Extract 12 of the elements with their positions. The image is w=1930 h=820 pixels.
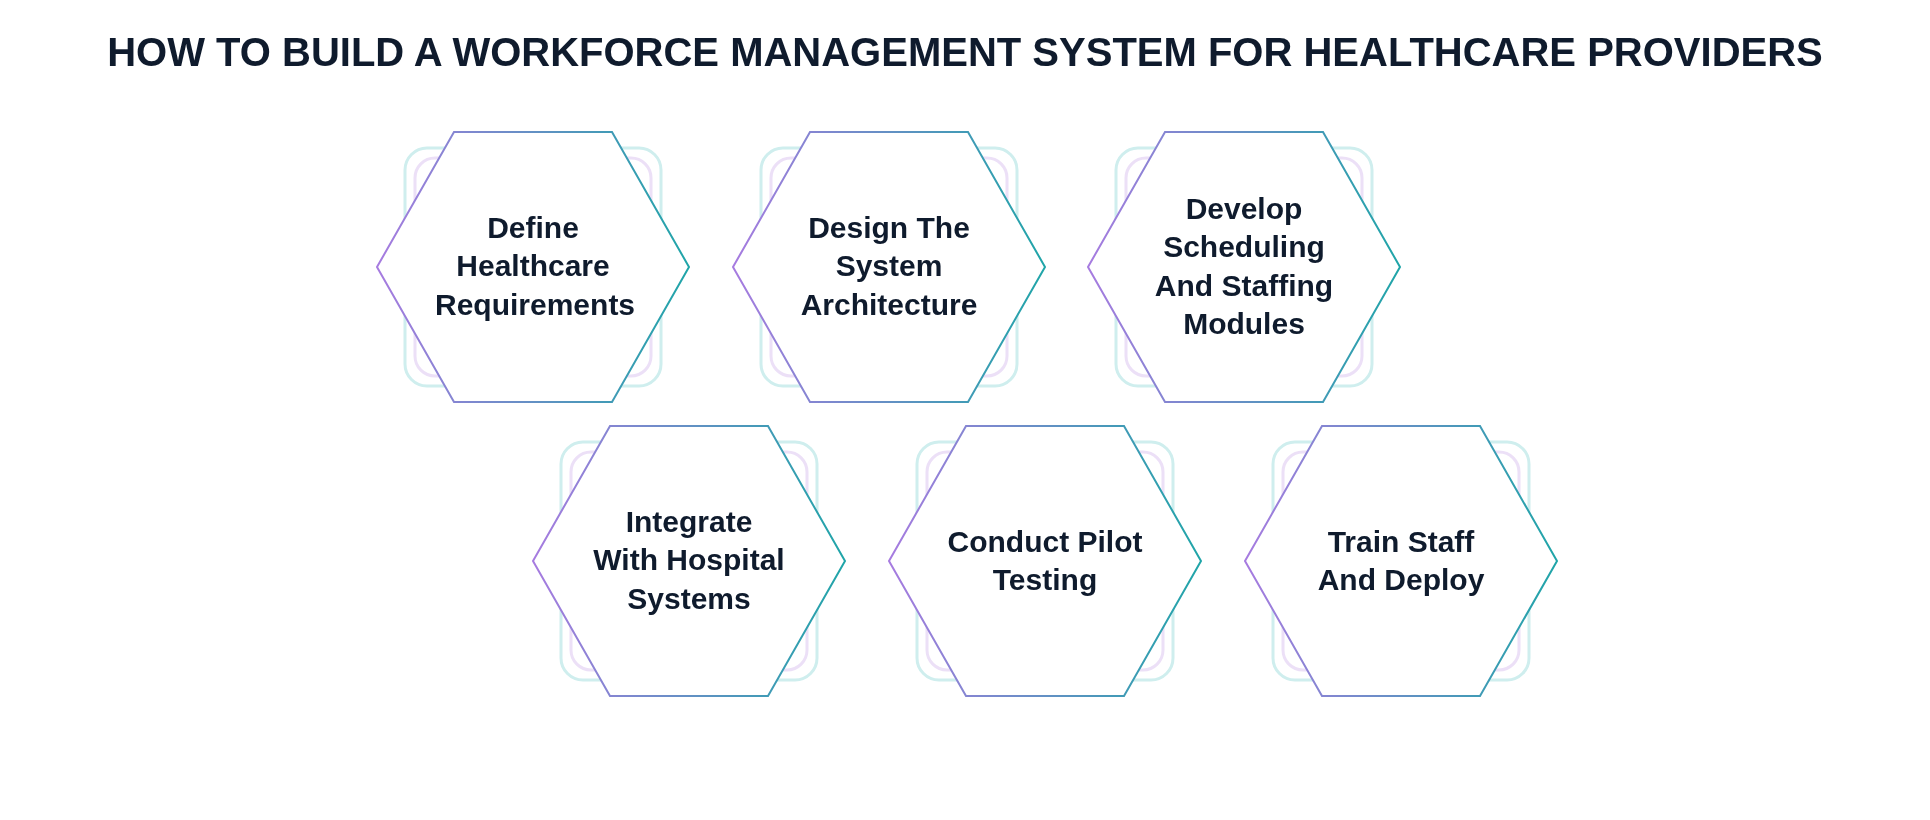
hexagon-node: [1243, 424, 1559, 698]
hexagon-node: [731, 130, 1047, 404]
hexagon-node: [1086, 130, 1402, 404]
hexagon-node: [531, 424, 847, 698]
step-label: Develop Scheduling And Staffing Modules: [1153, 191, 1335, 343]
step-label: Design The System Architecture: [799, 210, 979, 324]
hexagon-node: [375, 130, 691, 404]
step-label: Integrate With Hospital Systems: [592, 504, 786, 618]
title: HOW TO BUILD A WORKFORCE MANAGEMENT SYSTEM FOR HEALTHCARE PROVIDERS: [106, 30, 1824, 75]
step-label: Train Staff And Deploy: [1316, 523, 1486, 598]
step-label: Conduct Pilot Testing: [947, 523, 1143, 598]
hexagon-node: [887, 424, 1203, 698]
